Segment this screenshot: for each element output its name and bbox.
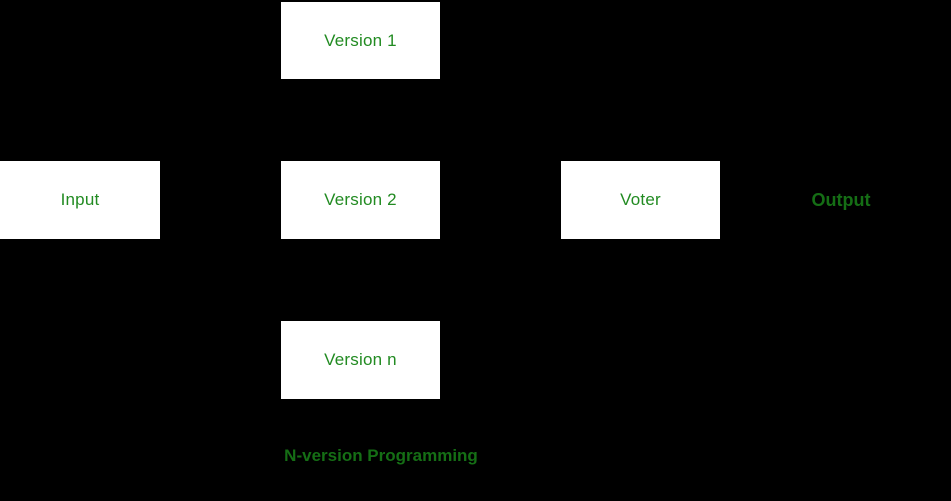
version-1-label: Version 1 (324, 30, 397, 50)
version-1-box: Version 1 (281, 2, 440, 79)
input-box: Input (0, 161, 160, 239)
voter-box: Voter (561, 161, 720, 239)
diagram-caption: N-version Programming (284, 446, 478, 465)
input-label: Input (60, 190, 100, 209)
voter-label: Voter (620, 190, 661, 209)
version-n-box: Version n (281, 321, 440, 399)
version-2-box: Version 2 (281, 161, 440, 239)
output-label: Output (811, 190, 871, 210)
version-2-label: Version 2 (324, 190, 397, 209)
version-n-label: Version n (324, 350, 397, 369)
